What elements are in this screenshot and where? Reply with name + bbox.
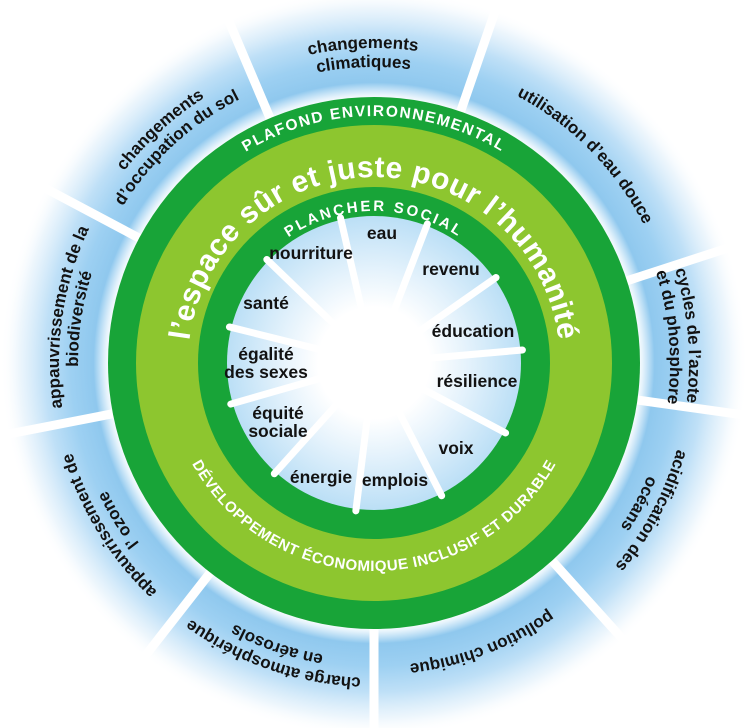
inner-label-energie-line-0: énergie <box>290 467 353 487</box>
inner-ray-line <box>381 274 500 359</box>
inner-ray-line <box>336 214 375 353</box>
inner-ray-line <box>270 369 369 478</box>
segment-divider-line <box>223 14 278 131</box>
segment-divider-line <box>453 4 501 124</box>
segment-dividers <box>2 4 748 728</box>
inner-label-voix-line-0: voix <box>438 438 473 458</box>
inner-ray-line <box>225 323 364 364</box>
inner-ray-line <box>384 346 526 366</box>
social-dimension-labels: eau revenu éducation résilience voix emplois é… <box>224 223 517 490</box>
inner-label-egalite-des-sexes-line-1: des sexes <box>224 362 308 382</box>
inner-ray-line <box>263 255 368 357</box>
segment-divider-line <box>39 182 151 247</box>
inner-label-eau: eau <box>367 223 397 243</box>
segment-divider-line <box>624 394 748 420</box>
inner-label-equite-sociale-line-0: équité <box>252 403 304 423</box>
inner-label-energie: énergie <box>290 467 353 487</box>
inner-label-education: éducation <box>432 321 515 341</box>
inner-label-emplois: emplois <box>362 470 428 490</box>
inner-label-nourriture-line-0: nourriture <box>269 243 353 263</box>
inner-label-emplois-line-0: emplois <box>362 470 428 490</box>
inner-ray-line <box>352 373 376 515</box>
inner-label-sante-line-0: santé <box>243 293 289 313</box>
inner-ray-line <box>227 363 365 408</box>
inner-label-revenu: revenu <box>422 259 479 279</box>
inner-label-revenu-line-0: revenu <box>422 259 479 279</box>
inner-label-nourriture: nourriture <box>269 243 353 263</box>
inner-label-resilience-line-0: résilience <box>437 371 518 391</box>
inner-label-voix: voix <box>438 438 473 458</box>
inner-ray-line <box>375 220 431 354</box>
inner-ray-line <box>382 366 510 437</box>
segment-divider-line <box>614 242 735 288</box>
inner-label-resilience: résilience <box>437 371 518 391</box>
inner-label-equite-sociale-line-1: sociale <box>248 421 308 441</box>
segment-divider-line <box>2 407 126 439</box>
inner-label-eau-line-0: eau <box>367 223 397 243</box>
inner-ray-line <box>376 371 446 500</box>
segment-divider-line <box>139 561 220 663</box>
inner-label-sante: santé <box>243 293 289 313</box>
inner-label-egalite-des-sexes-line-0: égalité <box>238 344 294 364</box>
inner-rays <box>225 214 526 515</box>
inner-label-education-line-0: éducation <box>432 321 515 341</box>
segment-divider-line <box>542 550 629 646</box>
